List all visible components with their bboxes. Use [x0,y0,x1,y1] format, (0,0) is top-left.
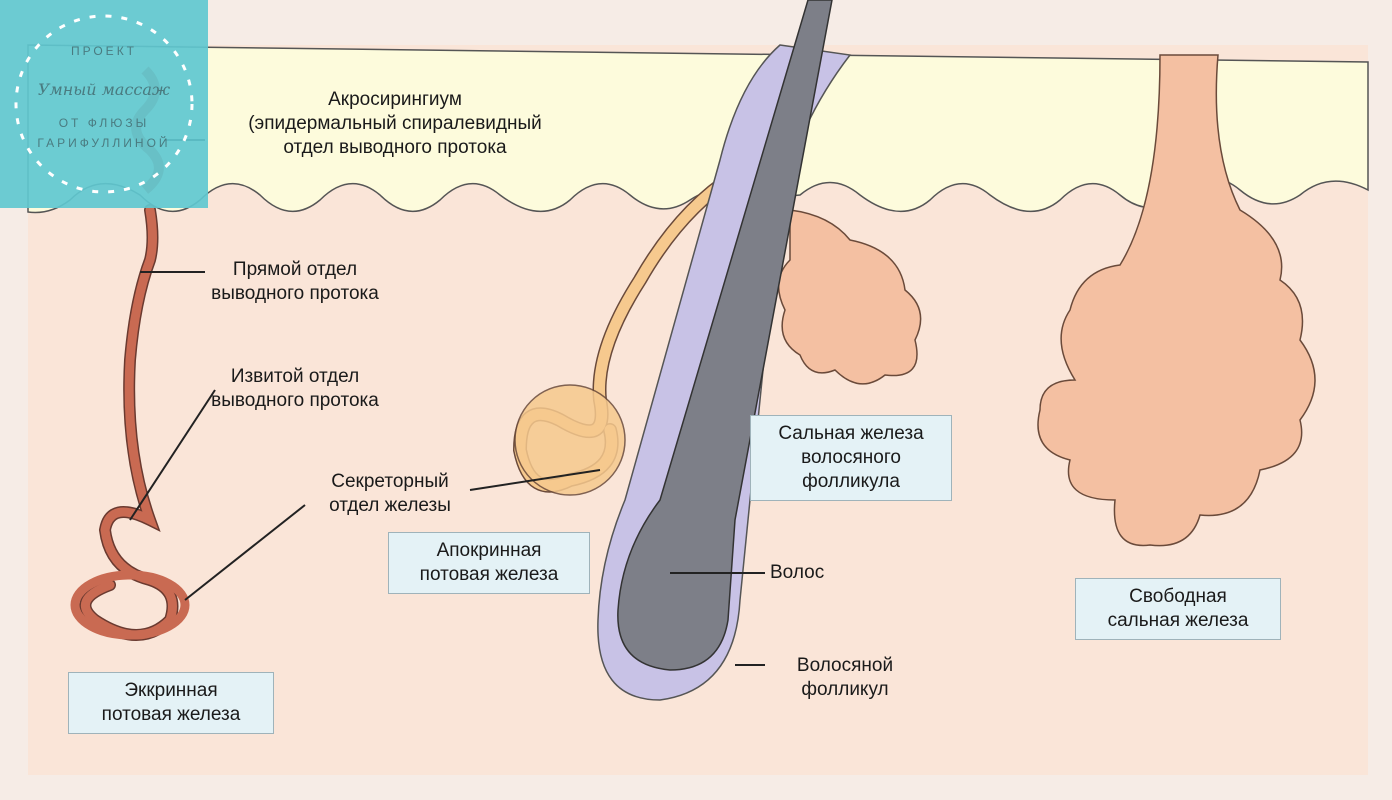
watermark-text: ОТ ФЛЮЗЫ [58,116,150,130]
watermark-text: ПРОЕКТ [70,44,138,58]
leader-lines [129,139,765,666]
label-coiled-duct: Извитой отдел выводного протока [175,365,415,413]
label-line: отдел железы [329,495,451,516]
free-sebaceous-gland [1037,54,1316,547]
label-hair-follicle: Волосяной фолликул [770,654,920,702]
apocrine-coil [514,384,626,496]
label-line: фолликул [801,679,889,700]
label-secretory: Секреторный отдел железы [300,470,480,518]
label-straight-duct: Прямой отдел выводного протока [175,258,415,306]
label-line: выводного протока [211,390,379,411]
watermark-logo: ПРОЕКТ Умный массаж ОТ ФЛЮЗЫ ГАРИФУЛЛИНО… [0,0,208,208]
watermark-text: Умный массаж [37,80,171,99]
label-line: отдел выводного протока [283,137,507,158]
label-hair: Волос [770,562,825,583]
watermark-text: ГАРИФУЛЛИНОЙ [37,136,171,150]
laurel-wreath-icon [14,14,194,194]
label-line: потовая железа [101,704,241,725]
label-line: потовая железа [419,564,559,585]
label-line: (эпидермальный спиралевидный [248,113,542,134]
label-line: Прямой отдел [232,259,358,280]
label-line: Акросирингиум [328,89,462,110]
eccrine-coil [70,570,190,640]
label-eccrine: Эккринная потовая железа [68,672,274,734]
label-sebaceous-follicle: Сальная железа волосяного фолликула [750,415,952,501]
label-line: фолликула [802,471,900,492]
label-line: Волосяной [796,655,894,676]
follicle-sebaceous-gland [777,209,922,385]
label-line: Свободная [1129,586,1227,607]
label-line: Сальная железа [778,423,924,444]
label-line: выводного протока [211,283,379,304]
label-line: волосяного [801,447,901,468]
label-apocrine: Апокринная потовая железа [388,532,590,594]
hair-shaft [617,0,833,671]
label-line: Извитой отдел [230,366,360,387]
label-line: Секреторный [331,471,449,492]
label-free-sebaceous: Свободная сальная железа [1075,578,1281,640]
label-line: Эккринная [124,680,218,701]
label-acrosyringium: Акросирингиум (эпидермальный спиралевидн… [205,88,585,160]
label-line: Апокринная [436,540,542,561]
label-line: сальная железа [1107,610,1249,631]
